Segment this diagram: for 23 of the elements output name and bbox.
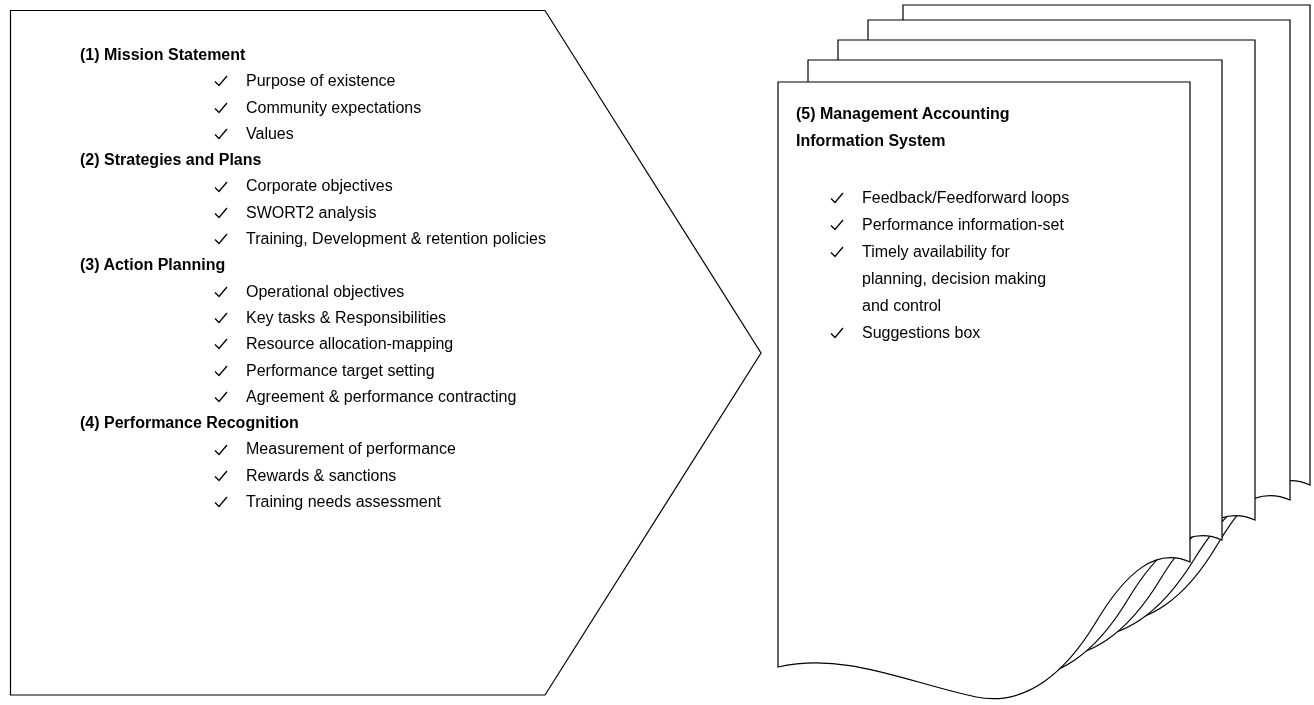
- list-item: Feedback/Feedforward loops: [862, 188, 1071, 208]
- list-item: Performance target setting: [246, 360, 436, 381]
- list-item: Training, Development & retention policies: [246, 229, 547, 250]
- list-item: SWORT2 analysis: [246, 202, 378, 223]
- section-heading: (2) Strategies and Plans: [80, 150, 263, 171]
- list-item: Timely availability for planning, decision making and control: [862, 242, 1048, 316]
- section-heading: (5) Management Accounting Information System: [796, 104, 1011, 151]
- list-item: Performance information-set: [862, 215, 1065, 235]
- list-item: Operational objectives: [246, 281, 406, 302]
- list-item: Training needs assessment: [246, 492, 443, 513]
- list-item: Community expectations: [246, 97, 423, 118]
- section-heading: (1) Mission Statement: [80, 45, 247, 65]
- list-item: Rewards & sanctions: [246, 465, 398, 486]
- list-item: Purpose of existence: [246, 71, 397, 92]
- section-heading: (4) Performance Recognition: [80, 413, 300, 434]
- section-heading: (3) Action Planning: [80, 255, 227, 276]
- list-item: Agreement & performance contracting: [246, 386, 518, 407]
- list-item: Values: [246, 123, 295, 144]
- list-item: Measurement of performance: [246, 439, 457, 460]
- list-item: Suggestions box: [862, 323, 982, 343]
- list-item: Resource allocation-mapping: [246, 334, 455, 355]
- list-item: Key tasks & Responsibilities: [246, 307, 448, 328]
- list-item: Corporate objectives: [246, 176, 394, 197]
